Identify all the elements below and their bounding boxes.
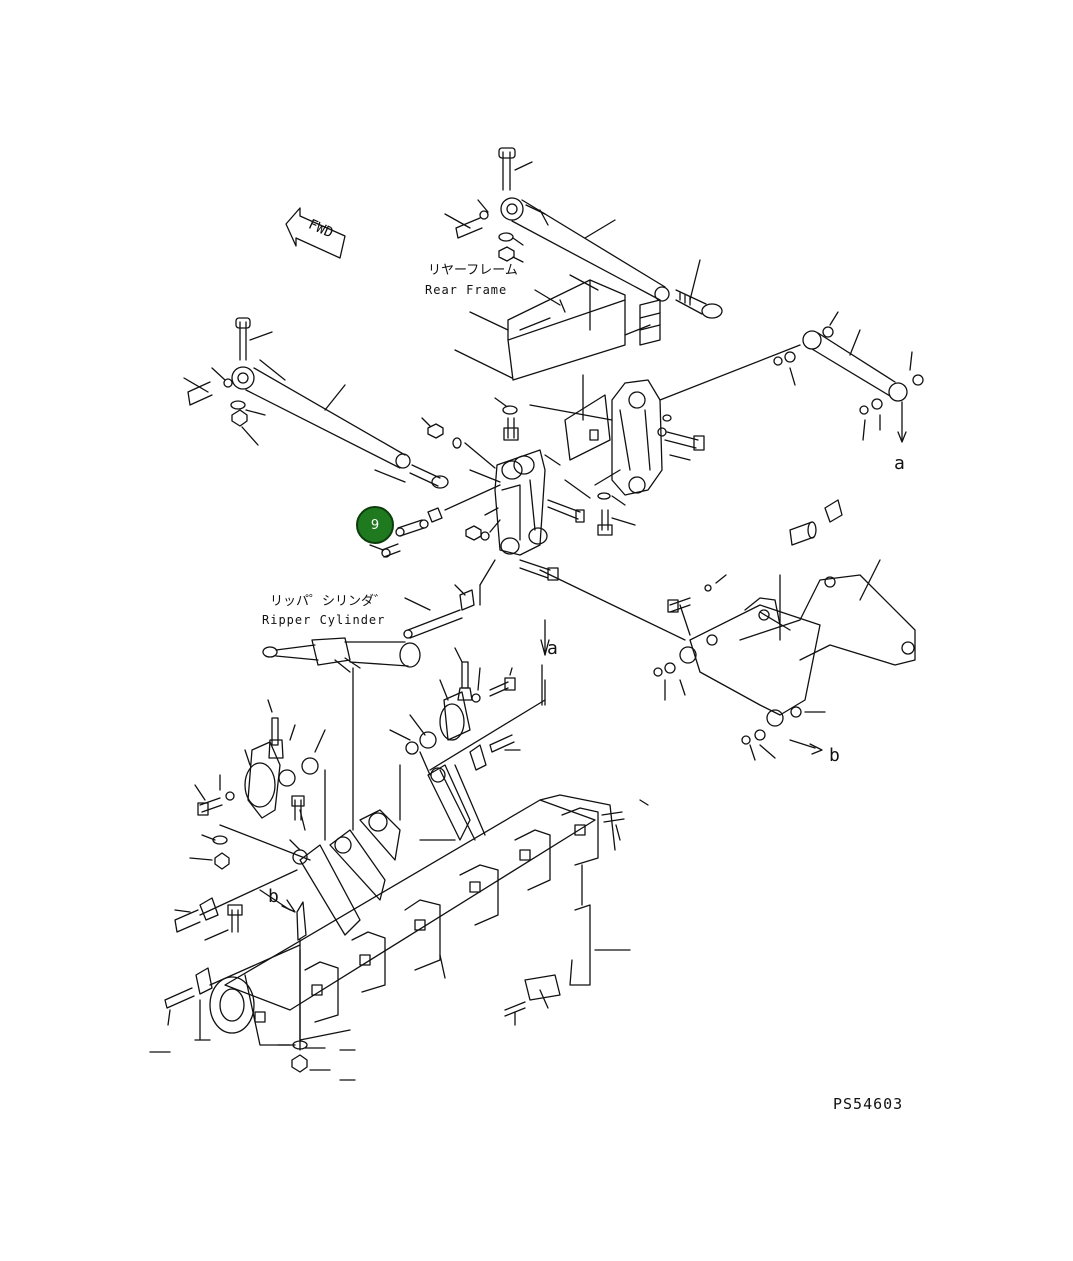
ripper-beam <box>209 764 649 1051</box>
central-bracket <box>421 397 636 581</box>
rear-frame-label-jp: リヤーフレーム <box>428 263 518 278</box>
upper-link-assembly <box>444 147 723 319</box>
ref-b-label-right: b <box>829 745 840 766</box>
left-link-assembly <box>183 317 449 489</box>
right-link-assembly <box>773 311 924 443</box>
ref-a-label-center: a <box>547 638 558 659</box>
ripper-cylinder <box>262 559 496 831</box>
fwd-arrow-icon <box>285 207 346 259</box>
rear-frame-block <box>454 274 661 381</box>
bracket-pin <box>369 484 501 558</box>
ref-a-label-right: a <box>894 453 905 474</box>
shank-holder-assembly <box>539 499 916 761</box>
right-bracket <box>529 344 801 496</box>
lower-left-hardware <box>149 619 550 1081</box>
rear-frame-label-en: Rear Frame <box>425 283 508 297</box>
ripper-cylinder-label-jp: リッパ゜シリンダ゛ <box>270 594 388 609</box>
drawing-number: PS54603 <box>833 1095 904 1113</box>
ref-b-label-left: b <box>268 886 279 907</box>
ripper-cylinder-label-en: Ripper Cylinder <box>262 613 386 627</box>
part-callout-9[interactable]: 9 <box>356 506 394 544</box>
